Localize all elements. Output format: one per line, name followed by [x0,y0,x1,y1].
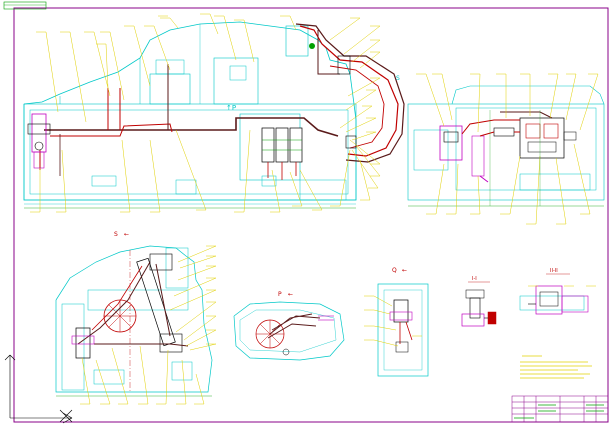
top-leader-callouts [36,13,381,123]
detail-ii-label: II-II [550,268,558,274]
section-s-label: S [114,231,118,238]
detail-i-fitting [461,313,485,327]
title-stamp-box [3,1,47,10]
technical-notes [520,355,592,379]
machine-outline [23,21,357,201]
title-block [511,395,609,423]
section-s-view: S ← [55,231,217,405]
detail-ii-view: II-II [519,268,596,315]
end-pipe [461,119,520,137]
loop-pipe-outer [295,23,405,163]
end-view-label: S [396,75,400,82]
section-p-view: P ← [233,291,345,361]
main-side-view: ↑P [23,13,405,213]
section-s-arrow: ← [124,231,129,238]
section-q-arrow: ← [402,267,407,274]
loop-pipe [299,25,399,157]
ucs-icon [4,354,73,424]
detail-i-label: I-I [472,276,477,282]
title-block-fills [514,404,604,419]
view-p-label: ↑P [226,104,236,112]
p-view-pipes [267,313,321,339]
section-p-label: P [278,291,282,298]
valve-node [309,43,357,149]
section-p-arrow: ← [288,291,293,298]
lube-pump-left [27,113,51,169]
end-pump [439,125,463,161]
section-q-label: Q [392,267,397,274]
section-s-pipe [77,261,189,347]
drawing-frame [13,7,609,423]
loop-pipe-inner [329,65,385,149]
section-q-view: Q ← [364,267,429,377]
main-pipe-1 [44,117,339,137]
end-view-right: S [396,73,605,225]
detail-i-view: I-I [461,276,497,327]
section-s-pump [75,327,91,359]
q-view-valve [393,299,409,323]
main-pipe-2 [50,123,173,137]
distributor-block [261,127,303,180]
bottom-leader-callouts [30,77,381,213]
